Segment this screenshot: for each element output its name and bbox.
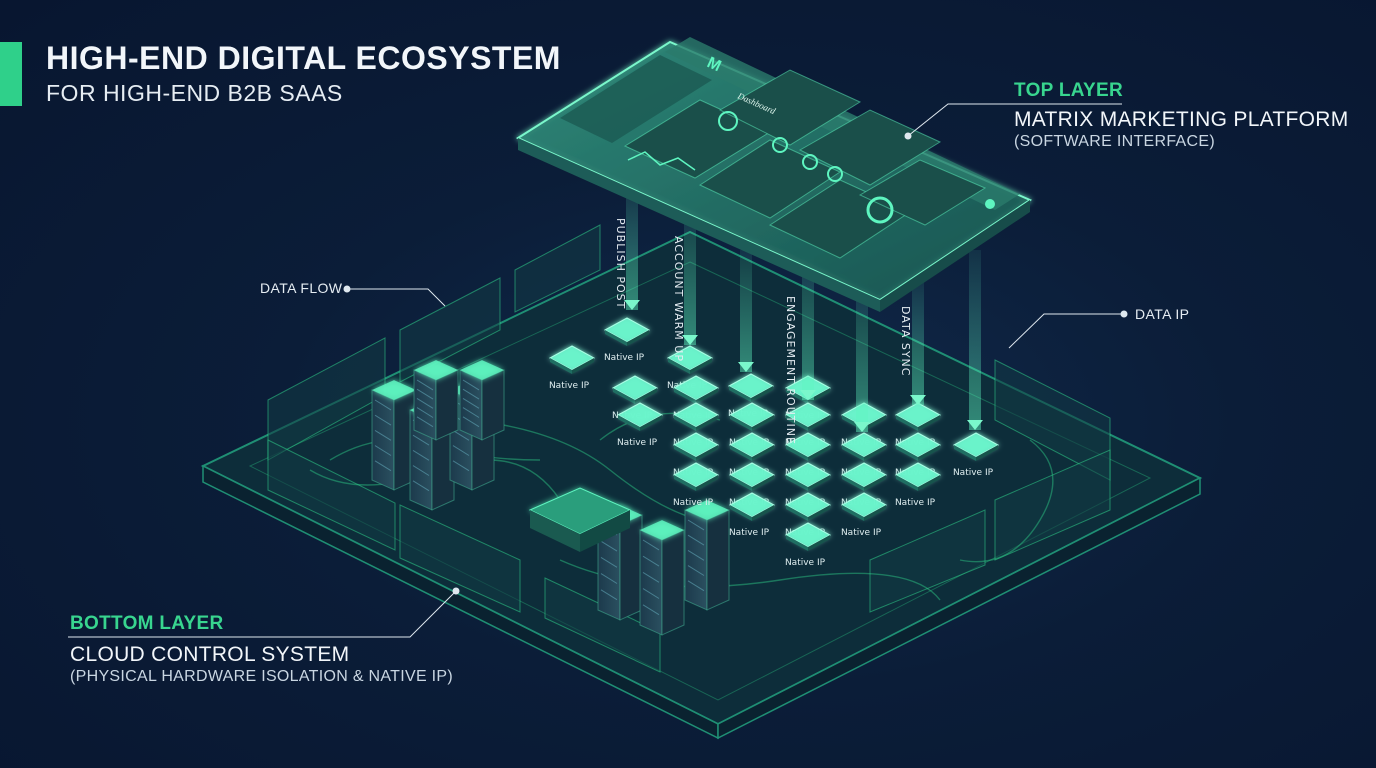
native-ip-node: Native IP xyxy=(729,492,776,538)
page-title: HIGH-END DIGITAL ECOSYSTEM xyxy=(46,40,561,76)
arrow-down-icon xyxy=(967,420,983,430)
central-chip xyxy=(528,487,632,552)
native-ip-node: Native IP xyxy=(785,522,832,568)
arrow-down-icon xyxy=(800,390,816,400)
native-ip-node: Native IP xyxy=(673,462,720,508)
flow-labels: PUBLISH POST ACCOUNT WARM UP ENGAGEMENT … xyxy=(614,218,912,445)
flow-label-publish-post: PUBLISH POST xyxy=(614,218,627,309)
native-ip-label: Native IP xyxy=(673,498,714,508)
native-ip-label: Native IP xyxy=(549,381,590,391)
flow-label-data-sync: DATA SYNC xyxy=(899,306,912,376)
data-beam xyxy=(682,210,698,345)
server-rack xyxy=(684,500,730,611)
top-layer-name: MATRIX MARKETING PLATFORM xyxy=(1014,108,1349,131)
native-ip-node: Native IP xyxy=(895,462,942,508)
native-ip-label: Native IP xyxy=(729,528,770,538)
native-ip-node: Native IP xyxy=(604,317,651,363)
leader-lines xyxy=(68,103,1128,638)
data-beam xyxy=(967,250,983,430)
data-beams xyxy=(624,180,983,432)
page-subtitle: FOR HIGH-END B2B SAAS xyxy=(46,80,343,106)
data-flow-callout: DATA FLOW xyxy=(260,280,343,296)
native-ip-nodes: Native IP Native IP Native IP Native IP Nati… xyxy=(549,317,1000,568)
data-beam xyxy=(624,180,640,310)
arrow-down-icon xyxy=(682,335,698,345)
native-ip-node: Native IP xyxy=(617,402,664,448)
native-ip-node: Native IP xyxy=(953,432,1000,478)
software-panel: M Dashboard xyxy=(515,37,1033,312)
native-ip-label: Native IP xyxy=(953,468,994,478)
native-ip-node: Native IP xyxy=(549,345,596,391)
server-rack xyxy=(459,360,505,441)
title-accent-bar xyxy=(0,42,22,106)
native-ip-label: Native IP xyxy=(895,498,936,508)
panel-logo: M xyxy=(704,54,723,75)
top-layer-note: (SOFTWARE INTERFACE) xyxy=(1014,133,1215,150)
bottom-layer-note: (PHYSICAL HARDWARE ISOLATION & NATIVE IP… xyxy=(70,668,454,685)
bottom-layer-heading: BOTTOM LAYER xyxy=(70,613,224,634)
data-ip-callout: DATA IP xyxy=(1135,306,1190,322)
server-rack xyxy=(371,380,417,491)
server-rack xyxy=(413,360,459,441)
arrow-down-icon xyxy=(738,362,754,372)
data-beam xyxy=(738,250,754,372)
arrow-down-icon xyxy=(624,300,640,310)
native-ip-label: Native IP xyxy=(785,558,826,568)
bottom-layer-name: CLOUD CONTROL SYSTEM xyxy=(70,643,350,666)
top-layer-heading: TOP LAYER xyxy=(1014,80,1123,101)
arrow-down-icon xyxy=(910,395,926,405)
wall-panels xyxy=(267,224,1111,673)
server-rack xyxy=(639,520,685,636)
native-ip-label: Native IP xyxy=(617,438,658,448)
native-ip-label: Native IP xyxy=(604,353,645,363)
flow-label-engagement-routine: ENGAGEMENT ROUTINE xyxy=(784,296,797,445)
server-racks xyxy=(371,360,730,636)
native-ip-node: Native IP xyxy=(841,492,888,538)
flow-label-account-warm-up: ACCOUNT WARM UP xyxy=(672,236,685,362)
arrow-down-icon xyxy=(854,422,870,432)
data-beam xyxy=(854,280,870,432)
data-beam xyxy=(910,280,926,405)
native-ip-label: Native IP xyxy=(841,528,882,538)
